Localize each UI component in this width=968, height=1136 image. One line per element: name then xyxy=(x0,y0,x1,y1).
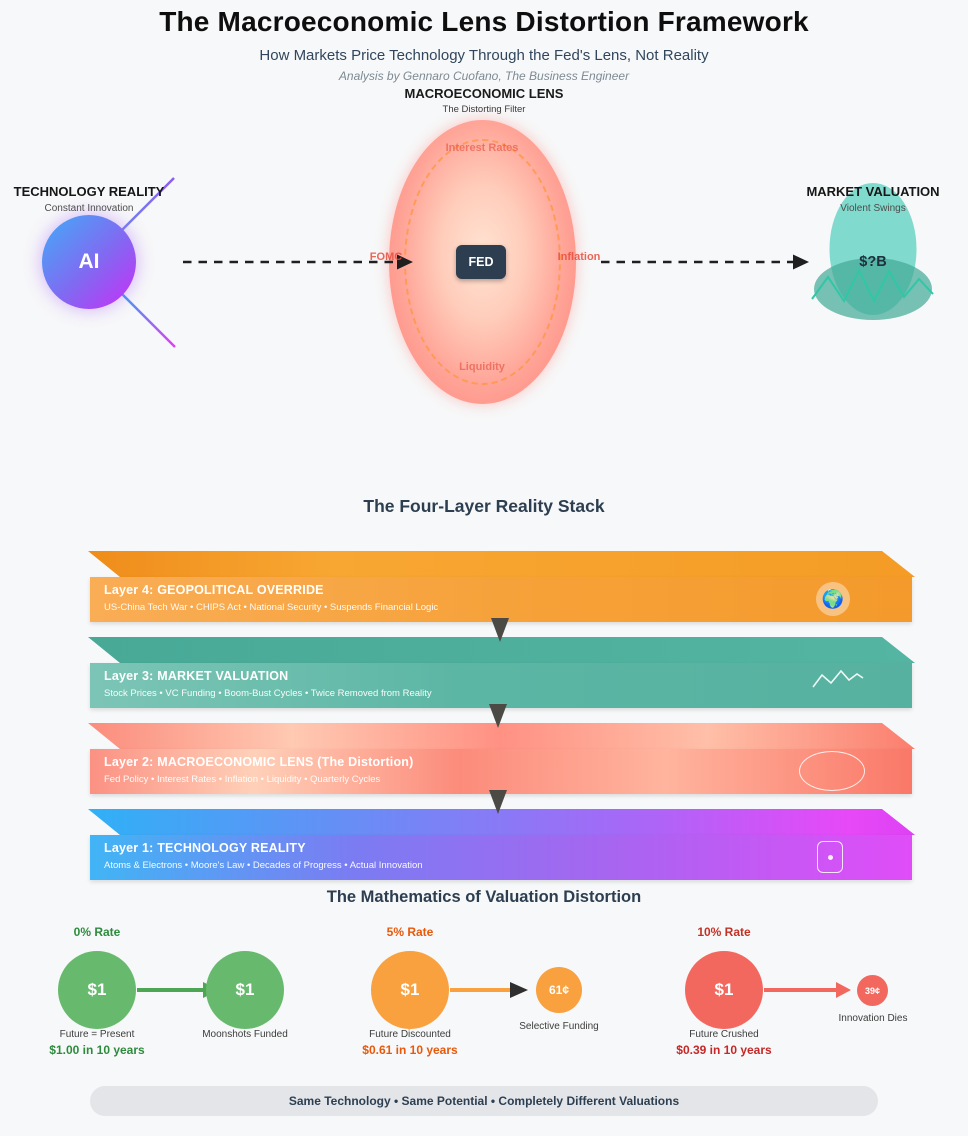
layer2-subtitle: Fed Policy • Interest Rates • Inflation … xyxy=(104,774,381,785)
layer3-bar: Layer 3: MARKET VALUATION Stock Prices •… xyxy=(90,663,912,708)
layer4-bar: Layer 4: GEOPOLITICAL OVERRIDE US-China … xyxy=(90,577,912,622)
layer1-bar: Layer 1: TECHNOLOGY REALITY Atoms & Elec… xyxy=(90,835,912,880)
chip-icon xyxy=(817,841,843,873)
layer1-subtitle: Atoms & Electrons • Moore's Law • Decade… xyxy=(104,860,423,871)
layer4-subtitle: US-China Tech War • CHIPS Act • National… xyxy=(104,602,439,613)
lens-label-liquidity: Liquidity xyxy=(459,361,505,373)
flow-arrow-head xyxy=(836,982,851,998)
lens-label-fomc: FOMC xyxy=(369,251,403,263)
scenario-caption: Future Crushed xyxy=(689,1029,759,1040)
lens-section-subtitle: The Distorting Filter xyxy=(442,104,526,115)
flow-arrow xyxy=(137,988,203,992)
cents-coin-end: 39¢ xyxy=(857,975,888,1006)
layer3-title: Layer 3: MARKET VALUATION xyxy=(104,669,289,683)
layer3-subtitle: Stock Prices • VC Funding • Boom-Bust Cy… xyxy=(104,688,432,699)
lens-section-title: MACROECONOMIC LENS xyxy=(404,86,564,101)
globe-icon: 🌍 xyxy=(816,582,850,616)
layer1-title: Layer 1: TECHNOLOGY REALITY xyxy=(104,841,306,855)
dollar-coin-start: $1 xyxy=(685,951,763,1029)
dollar-coin-start: $1 xyxy=(58,951,136,1029)
attribution-line: Analysis by Gennaro Cuofano, The Busines… xyxy=(338,69,630,83)
scenario-outcome: Selective Funding xyxy=(519,1021,599,1032)
chip-dot xyxy=(827,854,833,860)
market-valuation-amount: $?B xyxy=(859,254,887,270)
rate-label-0pct: 0% Rate xyxy=(73,925,121,939)
scenario-result: $1.00 in 10 years xyxy=(49,1043,145,1057)
scenario-outcome: Moonshots Funded xyxy=(202,1029,288,1040)
dashed-arrow-right-head xyxy=(793,254,809,270)
market-valuation-subtitle: Violent Swings xyxy=(840,203,906,214)
fed-node: FED xyxy=(456,245,506,279)
down-arrow-icon xyxy=(489,790,507,814)
down-arrow-icon xyxy=(491,618,509,642)
scenario-outcome: Innovation Dies xyxy=(838,1013,908,1024)
scenario-caption: Future Discounted xyxy=(369,1029,451,1040)
rate-label-5pct: 5% Rate xyxy=(386,925,434,939)
flow-arrow-head xyxy=(510,982,528,998)
scenario-caption: Future = Present xyxy=(59,1029,135,1040)
market-valuation-title: MARKET VALUATION xyxy=(806,184,940,199)
tech-reality-subtitle: Constant Innovation xyxy=(44,203,134,214)
layer4-top-face xyxy=(88,551,915,577)
lens-ellipse-icon xyxy=(799,751,865,791)
page-title: The Macroeconomic Lens Distortion Framew… xyxy=(159,6,809,37)
ai-node: AI xyxy=(42,215,136,309)
page-subtitle: How Markets Price Technology Through the… xyxy=(259,47,709,64)
dollar-coin-end: $1 xyxy=(206,951,284,1029)
cents-coin-end: 61¢ xyxy=(536,967,582,1013)
scenario-result: $0.61 in 10 years xyxy=(362,1043,458,1057)
dollar-coin-start: $1 xyxy=(371,951,449,1029)
tech-reality-title: TECHNOLOGY REALITY xyxy=(13,184,165,199)
math-heading: The Mathematics of Valuation Distortion xyxy=(326,888,642,906)
scenario-result: $0.39 in 10 years xyxy=(676,1043,772,1057)
layer2-bar: Layer 2: MACROECONOMIC LENS (The Distort… xyxy=(90,749,912,794)
summary-banner: Same Technology • Same Potential • Compl… xyxy=(90,1086,878,1116)
tech-ray-lower xyxy=(119,291,176,348)
volatility-zigzag-icon xyxy=(811,267,934,304)
line-chart-icon xyxy=(812,669,864,688)
down-arrow-icon xyxy=(489,704,507,728)
lens-label-interest-rates: Interest Rates xyxy=(445,142,519,154)
stack-heading: The Four-Layer Reality Stack xyxy=(363,496,605,516)
flow-arrow xyxy=(450,988,510,992)
layer2-title: Layer 2: MACROECONOMIC LENS (The Distort… xyxy=(104,755,414,769)
layer4-title: Layer 4: GEOPOLITICAL OVERRIDE xyxy=(104,583,324,597)
lens-label-inflation: Inflation xyxy=(557,251,601,263)
globe-glyph: 🌍 xyxy=(821,588,845,609)
rate-label-10pct: 10% Rate xyxy=(697,925,751,939)
flow-arrow xyxy=(764,988,836,992)
